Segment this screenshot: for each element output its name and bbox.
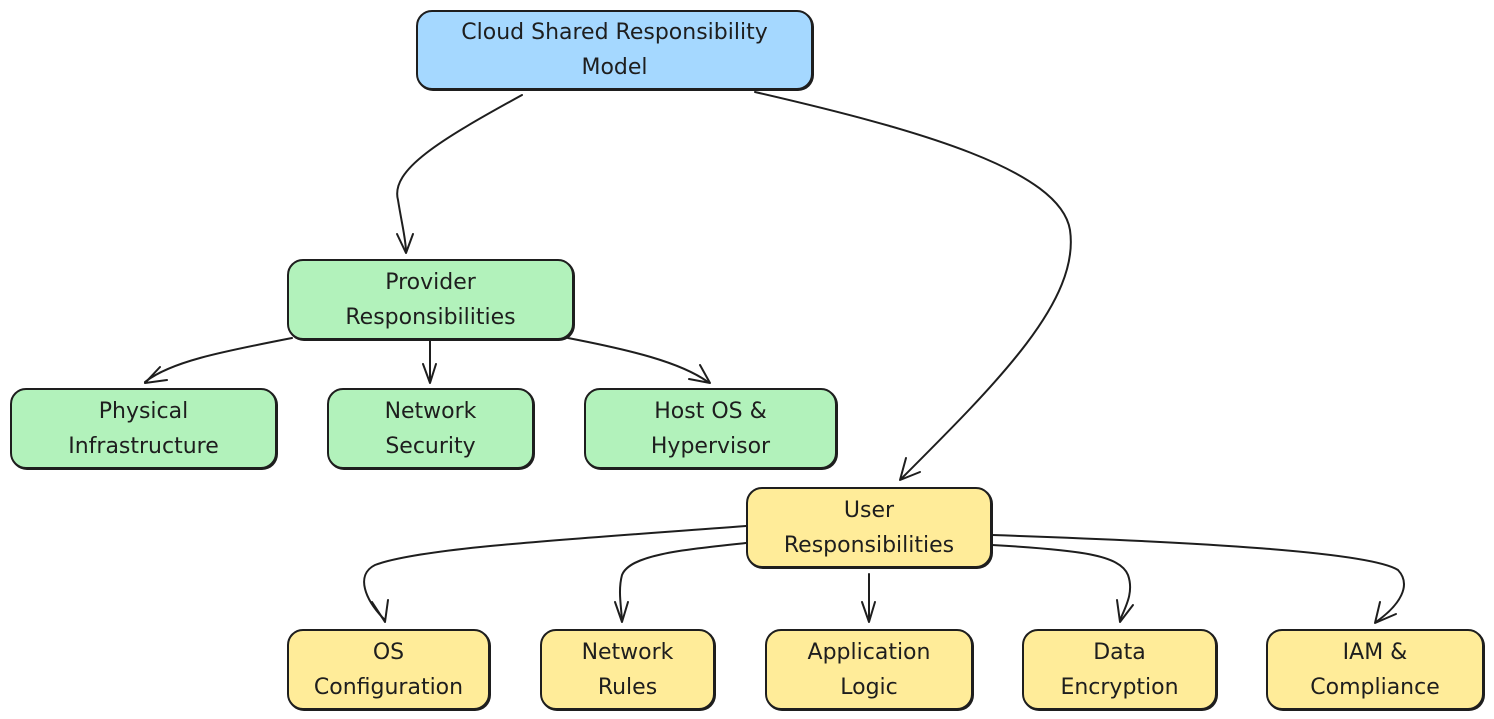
- arrowhead-user-app-logic: [861, 601, 876, 623]
- arrowhead-root-user: [899, 457, 921, 481]
- edge-user-data-encryption: [991, 544, 1132, 621]
- arrowhead-provider-network-security: [422, 363, 437, 384]
- node-physical-label: Physical Infrastructure: [68, 398, 219, 459]
- arrowhead-root-provider: [396, 233, 414, 254]
- node-network-security[interactable]: Network Security: [327, 388, 534, 469]
- arrowhead-provider-physical: [144, 366, 168, 384]
- node-root-label: Cloud Shared Responsibility Model: [461, 20, 768, 80]
- node-host-os-hypervisor[interactable]: Host OS & Hypervisor: [584, 388, 837, 469]
- edge-provider-host-os: [567, 337, 709, 383]
- node-root[interactable]: Cloud Shared Responsibility Model: [416, 10, 813, 90]
- node-app-logic-label: Application Logic: [807, 639, 931, 700]
- node-network-security-label: Network Security: [384, 398, 477, 459]
- node-os-configuration[interactable]: OS Configuration: [287, 629, 490, 710]
- node-iam-compliance[interactable]: IAM & Compliance: [1266, 629, 1484, 710]
- node-provider-responsibilities[interactable]: Provider Responsibilities: [287, 259, 574, 340]
- node-network-rules-label: Network Rules: [581, 639, 674, 700]
- node-host-os-label: Host OS & Hypervisor: [650, 398, 771, 459]
- node-network-rules[interactable]: Network Rules: [540, 629, 715, 710]
- node-user-responsibilities[interactable]: User Responsibilities: [746, 487, 992, 568]
- arrowhead-user-data-encryption: [1116, 599, 1134, 623]
- edge-user-os-config: [363, 525, 747, 621]
- edge-user-network-rules: [618, 542, 747, 621]
- node-application-logic[interactable]: Application Logic: [765, 629, 973, 710]
- node-data-encryption[interactable]: Data Encryption: [1022, 629, 1217, 710]
- edge-provider-physical: [144, 337, 293, 383]
- node-physical-infrastructure[interactable]: Physical Infrastructure: [10, 388, 277, 469]
- edge-root-user: [754, 91, 1072, 479]
- arrowhead-provider-host-os: [688, 364, 711, 384]
- arrowhead-user-network-rules: [614, 601, 629, 623]
- edge-root-provider: [396, 94, 523, 253]
- node-provider-label: Provider Responsibilities: [345, 269, 516, 330]
- arrowhead-user-os-config: [371, 599, 389, 623]
- node-iam-label: IAM & Compliance: [1310, 639, 1440, 700]
- node-user-label: User Responsibilities: [783, 497, 955, 558]
- arrowhead-user-iam: [1374, 601, 1397, 624]
- node-data-encryption-label: Data Encryption: [1060, 639, 1179, 700]
- node-os-config-label: OS Configuration: [313, 639, 464, 700]
- edge-user-iam: [991, 534, 1405, 623]
